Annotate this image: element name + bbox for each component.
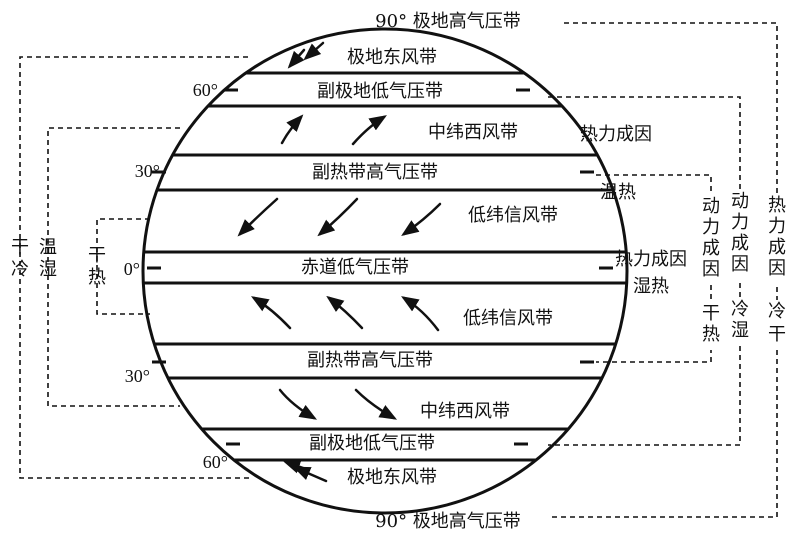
wind-arrow xyxy=(354,388,398,420)
wind-arrow xyxy=(326,295,364,330)
right-annotations: 热力成因 温热 热力成因 湿热 xyxy=(580,124,687,297)
wind-arrow xyxy=(401,202,442,237)
left-warm-wet-1: 温 xyxy=(39,237,57,258)
westerlies-north-label: 中纬西风带 xyxy=(428,122,518,143)
thermal-cause-outer-1: 热 xyxy=(768,195,786,216)
left-dry-cold-2: 冷 xyxy=(11,259,29,280)
latitude-south-60: 60° xyxy=(203,452,228,472)
right-vertical-annotations: 动 力 成 因 干 热 动 力 成 因 冷 湿 热 力 成 因 冷 干 xyxy=(701,190,787,350)
bracket-inner-left xyxy=(96,218,150,315)
latitude-south-30: 30° xyxy=(125,366,150,386)
belt-labels: 90° 极地高气压带 极地东风带 副极地低气压带 中纬西风带 副热带高气压带 低… xyxy=(301,11,558,532)
subtropical-high-north-label: 副热带高气压带 xyxy=(312,162,438,183)
subpolar-low-south-label: 副极地低气压带 xyxy=(309,433,435,454)
subpolar-low-north-label: 副极地低气压带 xyxy=(317,81,443,102)
dynamic-cause-middle-1: 动 xyxy=(731,191,749,212)
subtropical-high-south-label: 副热带高气压带 xyxy=(307,350,433,371)
polar-easterlies-south-label: 极地东风带 xyxy=(347,467,437,488)
latitude-labels: 60° 30° 0° 30° 60° xyxy=(124,80,228,472)
westerlies-south-label: 中纬西风带 xyxy=(420,401,510,422)
trade-winds-south-label: 低纬信风带 xyxy=(463,308,553,329)
left-dry-hot-1: 干 xyxy=(88,245,106,266)
dynamic-cause-middle-3: 成 xyxy=(731,233,749,254)
dynamic-cause-middle-2: 力 xyxy=(731,212,749,233)
cold-dry-2: 干 xyxy=(768,324,786,345)
dynamic-cause-inner-4: 因 xyxy=(702,259,720,280)
text-mask xyxy=(701,302,721,350)
dynamic-cause-middle-4: 因 xyxy=(731,254,749,275)
wind-arrow xyxy=(317,197,359,237)
latitude-ticks xyxy=(147,88,613,446)
text-mask xyxy=(701,195,721,285)
cold-wet-2: 湿 xyxy=(731,320,749,341)
dry-hot-right-2: 热 xyxy=(702,324,720,345)
wind-arrow xyxy=(401,296,440,332)
cold-dry-1: 冷 xyxy=(768,301,786,322)
top-pressure-label: 90° 极地高气压带 xyxy=(375,11,521,32)
latitude-north-60: 60° xyxy=(193,80,218,100)
thermal-cause-upper: 热力成因 xyxy=(580,124,652,145)
dynamic-cause-inner-1: 动 xyxy=(702,196,720,217)
thermal-cause-outer-3: 成 xyxy=(768,237,786,258)
dynamic-cause-inner-3: 成 xyxy=(702,238,720,259)
thermal-cause-outer-4: 因 xyxy=(768,258,786,279)
cold-wet-1: 冷 xyxy=(731,299,749,320)
wind-arrow xyxy=(351,115,387,146)
wind-arrow xyxy=(287,48,306,69)
left-annotations: 干 冷 温 湿 干 热 xyxy=(11,237,106,288)
wind-arrow xyxy=(251,296,292,330)
text-mask xyxy=(767,194,787,284)
wind-arrow xyxy=(278,388,318,420)
wind-arrow xyxy=(237,197,279,237)
wind-arrow xyxy=(292,466,328,483)
left-warm-wet-2: 湿 xyxy=(39,259,57,280)
wet-hot-label: 湿热 xyxy=(633,276,669,297)
text-mask xyxy=(730,298,750,346)
thermal-cause-equator: 热力成因 xyxy=(615,249,687,270)
polar-easterlies-north-label: 极地东风带 xyxy=(347,47,437,68)
equatorial-low-label: 赤道低气压带 xyxy=(301,257,409,278)
bracket-middle-left xyxy=(47,127,180,407)
wind-arrow xyxy=(303,41,325,61)
latitude-equator: 0° xyxy=(124,259,140,279)
text-mask xyxy=(767,300,787,350)
latitude-north-30: 30° xyxy=(135,161,160,181)
dry-hot-right-1: 干 xyxy=(702,303,720,324)
text-mask xyxy=(730,190,750,280)
thermal-cause-outer-2: 力 xyxy=(768,216,786,237)
wind-arrow xyxy=(280,114,304,145)
dynamic-cause-inner-2: 力 xyxy=(702,217,720,238)
warm-hot-label: 温热 xyxy=(600,182,636,203)
bottom-pressure-label: 90° 极地高气压带 xyxy=(375,511,521,532)
left-dry-cold-1: 干 xyxy=(11,237,29,258)
left-dry-hot-2: 热 xyxy=(88,267,106,288)
globe-outline xyxy=(141,27,629,515)
wind-arrows xyxy=(237,41,442,483)
left-brackets xyxy=(19,56,250,479)
trade-winds-north-label: 低纬信风带 xyxy=(468,205,558,226)
